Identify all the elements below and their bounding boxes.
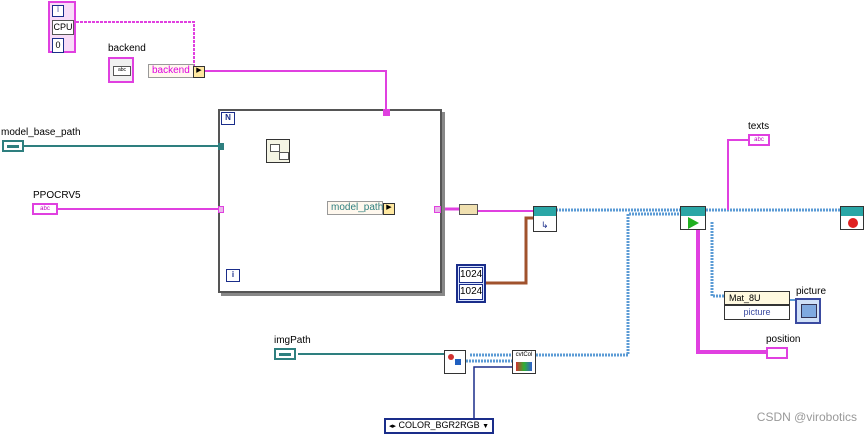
size-value-1: 1024 bbox=[459, 267, 483, 283]
cluster-connector bbox=[459, 204, 478, 215]
mat-picture-node: picture bbox=[724, 305, 790, 320]
wire-texts bbox=[727, 139, 748, 210]
wire-picture bbox=[710, 222, 724, 298]
release-node[interactable] bbox=[840, 206, 864, 230]
image-read-icon bbox=[448, 354, 454, 360]
cluster-item-index: 0 bbox=[52, 38, 64, 53]
wire-color-ring bbox=[473, 366, 512, 422]
color-conversion-ring[interactable]: ◂▸ COLOR_BGR2RGB ▼ bbox=[384, 418, 495, 434]
watermark: CSDN @virobotics bbox=[756, 410, 857, 424]
string-control-icon: abc bbox=[113, 66, 131, 76]
imread-node[interactable] bbox=[444, 350, 466, 374]
position-indicator bbox=[766, 347, 788, 359]
loop-tunnel-out bbox=[434, 206, 441, 213]
cluster-item-0: ǐ bbox=[52, 5, 64, 17]
ppocrv5-label: PPOCRV5 bbox=[33, 190, 81, 201]
create-model-node[interactable]: ↳ bbox=[533, 206, 557, 232]
ring-selector-icon: ◂▸ bbox=[389, 423, 397, 430]
folder-icon bbox=[270, 144, 280, 152]
loop-tunnel-top bbox=[383, 109, 390, 116]
model-base-path-label: model_base_path bbox=[1, 127, 81, 138]
folder-icon-2 bbox=[279, 152, 289, 160]
backend-bundle-terminal: ▶ bbox=[193, 66, 205, 78]
node-header bbox=[841, 207, 863, 216]
build-path-node[interactable] bbox=[266, 139, 290, 163]
loop-iteration-terminal: i bbox=[226, 269, 240, 282]
position-label: position bbox=[766, 334, 801, 345]
arrow-icon: ↳ bbox=[541, 220, 549, 230]
size-array-constant: 1024 1024 bbox=[456, 264, 486, 303]
texts-label: texts bbox=[748, 121, 770, 132]
stop-icon bbox=[848, 218, 858, 228]
color-bars-icon bbox=[516, 362, 532, 371]
backend-label: backend bbox=[108, 43, 146, 54]
wire-position bbox=[696, 228, 766, 354]
image-read-icon-2 bbox=[455, 359, 461, 365]
wire-image-to-ocr bbox=[470, 212, 680, 357]
chevron-down-icon: ▼ bbox=[482, 423, 490, 430]
loop-tunnel-ppocr bbox=[218, 206, 224, 213]
wire-cluster-backend bbox=[56, 21, 195, 66]
cvtcolor-node[interactable]: cvtCol bbox=[512, 350, 536, 374]
backend-enum-control[interactable]: abc bbox=[108, 57, 134, 83]
mat-type-node[interactable]: Mat_8U bbox=[724, 291, 790, 305]
imgpath-path-control[interactable] bbox=[274, 348, 296, 360]
cluster-item-cpu: CPU bbox=[52, 20, 74, 35]
node-header bbox=[534, 207, 556, 216]
picture-indicator bbox=[795, 298, 821, 324]
wire-backend-tunnel bbox=[202, 70, 387, 112]
loop-count-terminal: N bbox=[221, 112, 235, 125]
texts-string-indicator: abc bbox=[748, 134, 770, 146]
model-path-bundle: model_path bbox=[327, 201, 383, 215]
cvtcolor-header: cvtCol bbox=[515, 352, 533, 358]
loop-tunnel-base bbox=[218, 143, 224, 150]
model-path-bundle-terminal: ▶ bbox=[383, 203, 395, 215]
size-value-2: 1024 bbox=[459, 284, 483, 300]
node-header bbox=[681, 207, 705, 216]
ocr-run-node[interactable] bbox=[680, 206, 706, 230]
path-control-icon[interactable] bbox=[2, 140, 24, 152]
ppocrv5-string-control[interactable]: abc bbox=[32, 203, 58, 215]
play-icon bbox=[688, 217, 699, 229]
imgpath-label: imgPath bbox=[274, 335, 311, 346]
device-cluster-control[interactable]: ǐ CPU 0 bbox=[48, 1, 76, 53]
color-ring-value: COLOR_BGR2RGB bbox=[398, 420, 480, 430]
mat-type-label: Mat_8U bbox=[729, 293, 761, 303]
wire-size-cluster bbox=[486, 216, 534, 285]
picture-label: picture bbox=[796, 286, 827, 297]
backend-constant: backend bbox=[148, 64, 194, 78]
